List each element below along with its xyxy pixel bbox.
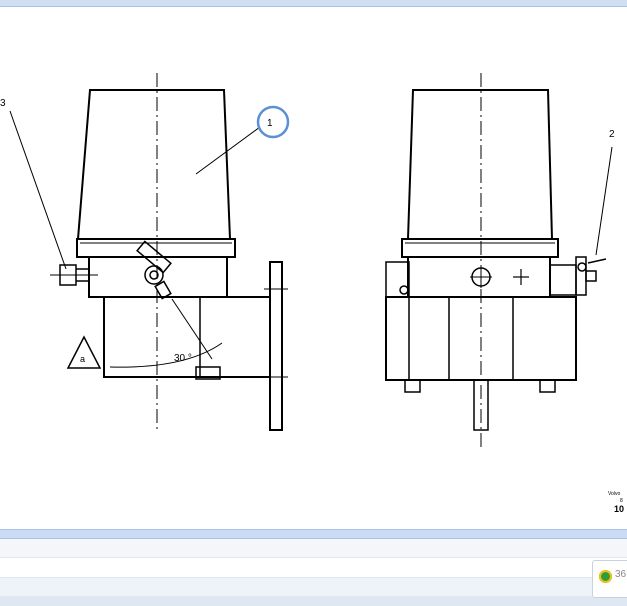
valve-left (136, 240, 172, 274)
technical-drawing: 1 3 a 30 ° (0, 73, 624, 514)
reservoir-right (406, 89, 554, 240)
callout-3-label: 3 (0, 98, 6, 109)
panel-row (0, 539, 627, 558)
document-viewer[interactable]: 1 3 a 30 ° (0, 7, 627, 529)
reservoir-collar-left (76, 238, 236, 258)
green-circle-icon (599, 570, 612, 583)
callout-1-circle (256, 105, 290, 139)
pump-base-left (103, 296, 271, 378)
top-toolbar-strip (0, 0, 627, 7)
reservoir-left (76, 89, 232, 240)
panel-row (0, 577, 592, 596)
angle-label: 30 ° (174, 353, 192, 364)
reservoir-collar-right (401, 238, 559, 258)
panel-row (0, 596, 627, 606)
callout-2-label: 2 (609, 129, 615, 140)
status-badge-text: 36 (615, 569, 627, 580)
title-block-line3: 10 (614, 504, 624, 514)
title-block-line2: 8 (620, 498, 623, 504)
datum-triangle (66, 335, 102, 369)
panel-row (0, 558, 627, 576)
panel-separator[interactable] (0, 529, 627, 539)
datum-label: a (80, 354, 85, 364)
title-block-line1: Volvo (608, 491, 620, 497)
status-badge[interactable]: 36 (592, 560, 627, 598)
callout-1-label: 1 (267, 118, 273, 129)
mounting-bracket (269, 261, 283, 431)
